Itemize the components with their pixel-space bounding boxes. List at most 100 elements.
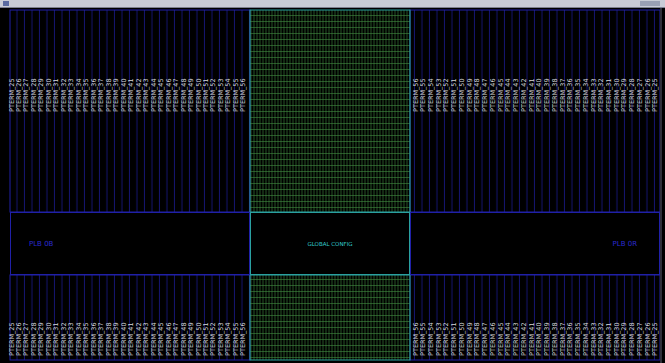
pterm-label: PTERM_37 (98, 322, 105, 356)
pterm-label: PTERM_36 (567, 322, 574, 356)
pterm-label: PTERM_45 (158, 78, 165, 112)
pterm-label: PTERM_31 (53, 78, 60, 112)
pterm-label: PTERM_32 (598, 78, 605, 112)
pterm-label: PTERM_27 (23, 78, 30, 112)
pterm-label: PTERM_29 (621, 322, 628, 356)
pterm-label: PTERM_45 (498, 322, 505, 356)
pterm-label: PTERM_30 (46, 322, 53, 356)
pterm-label: PTERM_41 (529, 78, 536, 112)
pterm-label: PTERM_35 (575, 322, 582, 356)
pterm-label: PTERM_49 (188, 78, 195, 112)
pterm-label: PTERM_26 (16, 78, 23, 112)
pterm-label: PTERM_26 (645, 78, 652, 112)
pterm-label: PTERM_48 (474, 322, 481, 356)
pterm-label: PTERM_43 (513, 322, 520, 356)
pterm-label: PTERM_56 (413, 322, 420, 356)
pterm-label: PTERM_26 (16, 322, 23, 356)
pterm-label: PTERM_53 (436, 78, 443, 112)
pterm-label: PTERM_43 (143, 322, 150, 356)
pterm-label: PTERM_35 (83, 322, 90, 356)
pterm-label: PTERM_41 (128, 322, 135, 356)
pterm-label: PTERM_39 (544, 78, 551, 112)
pterm-label: PTERM_46 (490, 322, 497, 356)
pterm-label: PTERM_34 (583, 78, 590, 112)
pterm-label: PTERM_28 (31, 322, 38, 356)
pterm-label: PTERM_48 (474, 78, 481, 112)
pterm-label: PTERM_43 (513, 78, 520, 112)
pterm-label: PTERM_33 (591, 78, 598, 112)
pterm-label: PTERM_25 (652, 78, 659, 112)
pterm-label: PTERM_36 (567, 78, 574, 112)
pterm-label: PTERM_33 (68, 322, 75, 356)
block-label: PLB 0B (29, 240, 53, 248)
pterm-label: PTERM_49 (467, 78, 474, 112)
pterm-label: PTERM_49 (188, 322, 195, 356)
plb-block: PLB 0R (410, 212, 660, 275)
pterm-label: PTERM_54 (225, 322, 232, 356)
pterm-label: PTERM_44 (151, 78, 158, 112)
pterm-label: PTERM_35 (575, 78, 582, 112)
pterm-label: PTERM_48 (181, 322, 188, 356)
pterm-label: PTERM_56 (240, 78, 247, 112)
pterm-label: PTERM_37 (560, 322, 567, 356)
pterm-label: PTERM_32 (598, 322, 605, 356)
pterm-label: PTERM_51 (203, 322, 210, 356)
pterm-label: PTERM_28 (629, 322, 636, 356)
pterm-label: PTERM_31 (606, 78, 613, 112)
pterm-label: PTERM_32 (61, 322, 68, 356)
pterm-label: PTERM_38 (106, 322, 113, 356)
pterm-label: PTERM_36 (91, 322, 98, 356)
pterm-label: PTERM_40 (536, 78, 543, 112)
pterm-label: PTERM_42 (521, 78, 528, 112)
pterm-label: PTERM_55 (233, 78, 240, 112)
block-label: GLOBAL CONFIG (307, 241, 352, 247)
pterm-label: PTERM_45 (498, 78, 505, 112)
pterm-label: PTERM_46 (166, 322, 173, 356)
pterm-label: PTERM_41 (529, 322, 536, 356)
pterm-label: PTERM_50 (459, 322, 466, 356)
pterm-label: PTERM_40 (536, 322, 543, 356)
pterm-label: PTERM_40 (121, 78, 128, 112)
pterm-label: PTERM_54 (428, 322, 435, 356)
pterm-label: PTERM_28 (31, 78, 38, 112)
pterm-label: PTERM_37 (98, 78, 105, 112)
pterm-label: PTERM_55 (420, 78, 427, 112)
pterm-label: PTERM_29 (38, 78, 45, 112)
pterm-label: PTERM_51 (451, 78, 458, 112)
pterm-label: PTERM_34 (76, 78, 83, 112)
pterm-label: PTERM_25 (652, 322, 659, 356)
pterm-label: PTERM_39 (113, 78, 120, 112)
pterm-label: PTERM_35 (83, 78, 90, 112)
pterm-label: PTERM_50 (196, 78, 203, 112)
config-block: GLOBAL CONFIG (250, 212, 410, 275)
pterm-label: PTERM_54 (225, 78, 232, 112)
pterm-label: PTERM_34 (76, 322, 83, 356)
pterm-label: PTERM_54 (428, 78, 435, 112)
pterm-label: PTERM_47 (482, 78, 489, 112)
pterm-label: PTERM_56 (413, 78, 420, 112)
pterm-label: PTERM_32 (61, 78, 68, 112)
pterm-label: PTERM_30 (614, 322, 621, 356)
pterm-label: PTERM_38 (552, 322, 559, 356)
pterm-label: PTERM_38 (552, 78, 559, 112)
pterm-label: PTERM_33 (591, 322, 598, 356)
pterm-label: PTERM_42 (136, 322, 143, 356)
pterm-label: PTERM_31 (53, 322, 60, 356)
pterm-label: PTERM_50 (459, 78, 466, 112)
pterm-label: PTERM_53 (218, 322, 225, 356)
pterm-label: PTERM_52 (443, 322, 450, 356)
pterm-label: PTERM_52 (443, 78, 450, 112)
pterm-label: PTERM_52 (210, 322, 217, 356)
pterm-label: PTERM_28 (629, 78, 636, 112)
pterm-label: PTERM_51 (203, 78, 210, 112)
pterm-label: PTERM_44 (505, 78, 512, 112)
pterm-label: PTERM_37 (560, 78, 567, 112)
pterm-label: PTERM_49 (467, 322, 474, 356)
pterm-label: PTERM_25 (9, 322, 16, 356)
pterm-label: PTERM_43 (143, 78, 150, 112)
pterm-label: PTERM_48 (181, 78, 188, 112)
pterm-label: PTERM_34 (583, 322, 590, 356)
pterm-label: PTERM_38 (106, 78, 113, 112)
pterm-label: PTERM_27 (23, 322, 30, 356)
